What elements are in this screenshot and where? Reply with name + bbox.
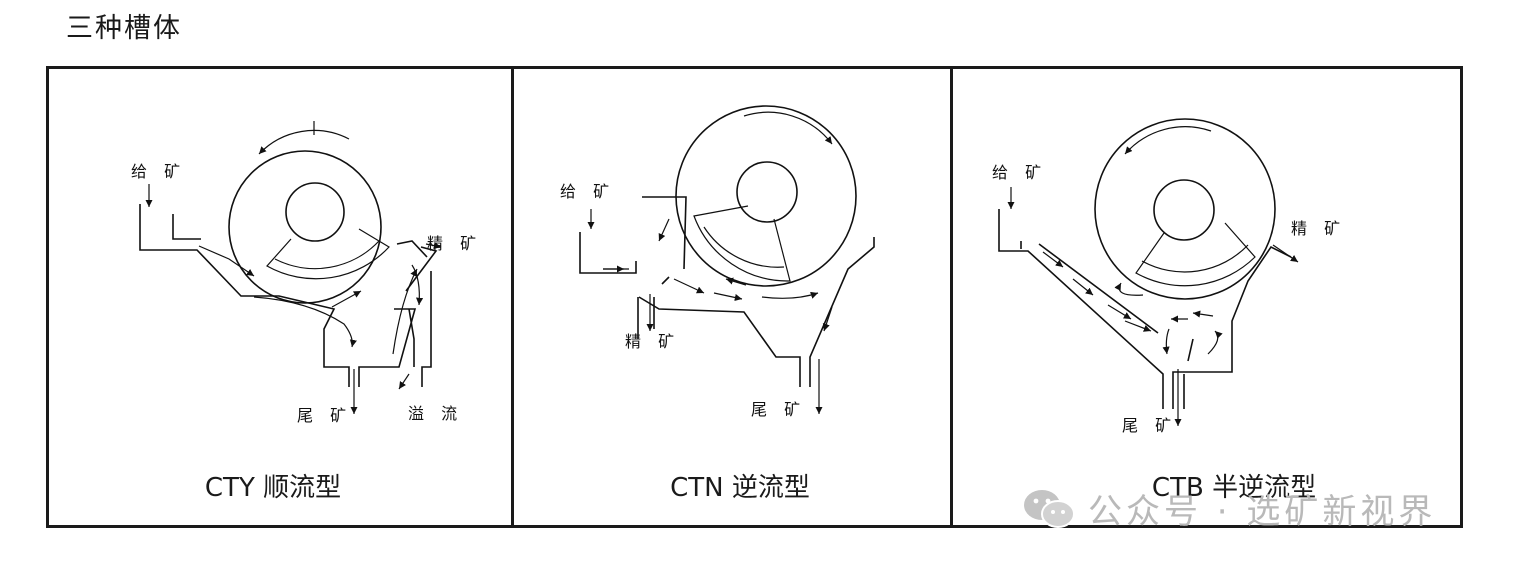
feed-label: 给 矿 (992, 163, 1047, 182)
caption-cty: CTY 顺流型 (204, 473, 342, 503)
ctb-schematic: 给 矿 精 矿 尾 矿 (992, 118, 1346, 435)
magnetic-drum (675, 105, 857, 287)
magnetic-drum (1094, 118, 1276, 300)
flow-arrows (145, 184, 442, 414)
concentrate-label: 精 矿 (1291, 219, 1346, 238)
tailings-label: 尾 矿 (751, 400, 806, 419)
concentrate-label: 精 矿 (427, 234, 482, 253)
overflow-label: 溢 流 (408, 404, 463, 423)
panel-ctb: 给 矿 精 矿 尾 矿 (953, 69, 1463, 525)
panel-cty: 给 矿 精 矿 尾 矿 溢 流 (49, 69, 511, 525)
magnetic-drum (228, 121, 390, 304)
caption-ctb: CTB 半逆流型 (1151, 473, 1317, 503)
watermark-text: 公众号 · 选矿新视界 (1088, 491, 1437, 532)
ctn-schematic: 给 矿 精 矿 尾 矿 (560, 105, 875, 419)
tailings-label: 尾 矿 (297, 406, 352, 425)
panel-divider (950, 66, 953, 528)
panel-ctn: 给 矿 精 矿 尾 矿 (514, 69, 950, 525)
flow-arrows (1007, 187, 1299, 426)
watermark: 公众号 · 选矿新视界 (1020, 486, 1437, 532)
concentrate-label: 精 矿 (625, 332, 680, 351)
tank-body (139, 204, 438, 387)
tank-body (579, 196, 875, 387)
cty-schematic: 给 矿 精 矿 尾 矿 溢 流 (131, 121, 482, 425)
flow-arrows (587, 209, 833, 414)
feed-label: 给 矿 (131, 162, 186, 181)
page-title: 三种槽体 (66, 13, 182, 44)
tank-body (998, 209, 1292, 409)
feed-label: 给 矿 (560, 182, 615, 201)
wechat-logo-icon (1024, 490, 1075, 528)
tailings-label: 尾 矿 (1122, 416, 1177, 435)
panel-divider (511, 66, 514, 528)
caption-ctn: CTN 逆流型 (670, 473, 810, 503)
diagram-frame (46, 66, 1463, 528)
